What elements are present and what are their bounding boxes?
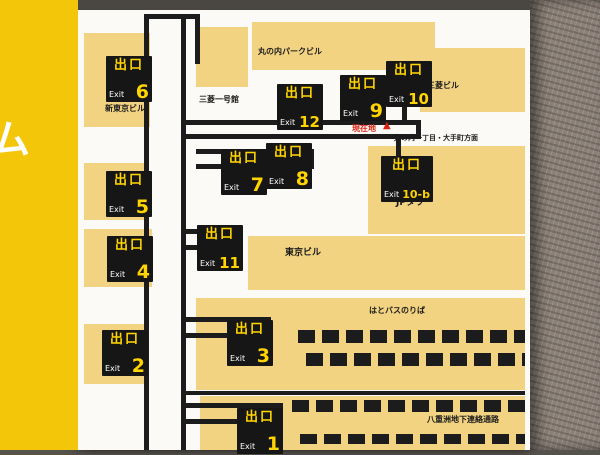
- building-mitsubishi-ichigokan: [196, 27, 248, 87]
- label-mitsubishi-bldg: 三菱ビル: [427, 81, 459, 90]
- exit-sign-7: 出口 Exit 7: [221, 149, 267, 195]
- exit-deguchi-text: 出口: [391, 158, 422, 173]
- wall: [530, 0, 600, 450]
- exit-deguchi-text: 出口: [204, 227, 235, 242]
- exit-number: 3: [256, 344, 270, 367]
- exit-number: 5: [135, 195, 149, 218]
- exit-deguchi-text: 出口: [244, 410, 275, 425]
- exit-number: 8: [295, 167, 309, 190]
- exit-number: 7: [250, 173, 264, 196]
- exit-word: Exit: [280, 118, 296, 127]
- exit-sign-4: 出口 Exit 4: [107, 236, 153, 282]
- passage-line: [181, 134, 421, 139]
- passage-line: [186, 419, 282, 424]
- exit-deguchi-text: 出口: [393, 63, 424, 78]
- exit-number: 11: [219, 254, 240, 272]
- exit-number: 9: [369, 99, 383, 122]
- exit-deguchi-text: 出口: [109, 332, 140, 347]
- exit-word: Exit: [230, 354, 246, 363]
- exit-deguchi-text: 出口: [273, 145, 304, 160]
- passage-line: [396, 139, 401, 156]
- exit-deguchi-text: 出口: [347, 77, 378, 92]
- exit-sign-5: 出口 Exit 5: [106, 171, 152, 217]
- pillar-text: ム: [0, 117, 30, 163]
- exit-deguchi-text: 出口: [284, 86, 315, 101]
- exit-word: Exit: [200, 259, 216, 268]
- passage-line: [402, 97, 407, 120]
- yellow-pillar: ム: [0, 0, 78, 450]
- hatch-row: [298, 330, 525, 343]
- label-direction-sign: 丸の内一丁目・大手町方面: [394, 134, 478, 142]
- exit-word: Exit: [269, 177, 285, 186]
- exit-sign-6: 出口 Exit 6: [106, 56, 152, 102]
- label-marunouchi-park-bldg: 丸の内パークビル: [258, 47, 322, 56]
- passage-line: [416, 120, 421, 139]
- exit-deguchi-text: 出口: [234, 322, 265, 337]
- hatch-row: [292, 400, 525, 412]
- building-tokyo: [248, 236, 525, 290]
- hatch-row: [300, 434, 525, 444]
- building-mitsubishi: [420, 48, 525, 112]
- exit-number: 4: [136, 260, 150, 283]
- label-shin-tokyo-bldg: 新東京ビル: [105, 104, 145, 113]
- label-current-location: 現在地: [352, 124, 376, 133]
- exit-number: 2: [131, 354, 145, 377]
- exit-sign-9: 出口 Exit 9: [340, 75, 386, 121]
- exit-word: Exit: [224, 183, 240, 192]
- exit-deguchi-text: 出口: [113, 173, 144, 188]
- label-mitsubishi-ichigokan: 三菱一号館: [199, 95, 239, 104]
- exit-sign-1: 出口 Exit 1: [237, 408, 283, 454]
- exit-deguchi-text: 出口: [228, 151, 259, 166]
- exit-word: Exit: [109, 90, 125, 99]
- exit-word: Exit: [384, 190, 400, 199]
- exit-deguchi-text: 出口: [114, 238, 145, 253]
- label-jp-tower: JPタワー: [396, 198, 433, 208]
- exit-number: 10: [408, 90, 429, 108]
- exit-number: 6: [135, 80, 149, 103]
- passage-line: [186, 317, 270, 322]
- passage-line: [144, 14, 149, 450]
- passage-line: [181, 14, 186, 450]
- exit-word: Exit: [110, 270, 126, 279]
- exit-word: Exit: [240, 442, 256, 451]
- hatch-row: [306, 353, 525, 366]
- exit-deguchi-text: 出口: [113, 58, 144, 73]
- exit-sign-2: 出口 Exit 2: [102, 330, 148, 376]
- exit-number: 10-b: [402, 188, 430, 201]
- current-location-marker-icon: ▲: [383, 120, 391, 131]
- label-yaesu-passage: 八重洲地下連絡通路: [427, 415, 499, 424]
- exit-sign-8: 出口 Exit 8: [266, 143, 312, 189]
- exit-word: Exit: [105, 364, 121, 373]
- wall-shadow-top: [78, 0, 530, 10]
- exit-sign-3: 出口 Exit 3: [227, 320, 273, 366]
- passage-line: [186, 391, 525, 395]
- exit-word: Exit: [389, 95, 405, 104]
- passage-line: [186, 403, 282, 408]
- passage-line: [195, 14, 200, 64]
- passage-line: [144, 14, 200, 19]
- label-hato-bus-stop: はとバスのりば: [369, 306, 425, 315]
- exit-number: 12: [299, 113, 320, 131]
- label-tokyo-bldg: 東京ビル: [285, 248, 322, 258]
- exit-word: Exit: [109, 205, 125, 214]
- exit-word: Exit: [343, 109, 359, 118]
- exit-number: 1: [266, 432, 280, 455]
